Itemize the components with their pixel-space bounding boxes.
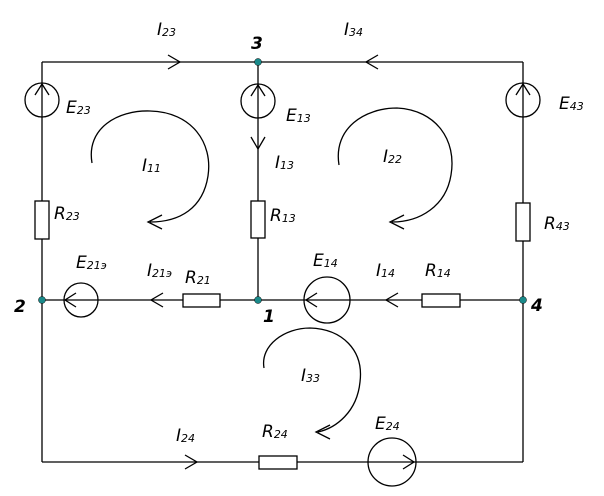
loop-i33-arc <box>263 327 362 433</box>
label-e21e: E21э <box>76 253 107 273</box>
loop-labels: I11 I22 I33 <box>142 147 402 386</box>
label-r43: R43 <box>544 214 570 234</box>
label-e14: E14 <box>313 251 338 271</box>
source-e21e <box>63 282 99 318</box>
label-e43: E43 <box>559 94 584 114</box>
loop-i33-arrow-icon <box>314 424 331 440</box>
loop-i11-arc <box>90 110 210 223</box>
node-4-dot <box>519 296 527 304</box>
source-e23-arrow-icon <box>34 82 50 96</box>
arrow-i14 <box>384 292 399 308</box>
node-labels: 3 2 1 4 <box>14 34 543 327</box>
arrow-i21e <box>149 292 164 308</box>
source-e24-arrow-icon <box>402 454 416 470</box>
label-i21e: I21э <box>147 261 172 281</box>
current-labels: I23 I34 I13 I21э I14 I24 <box>147 20 395 446</box>
resistor-r21 <box>182 293 221 308</box>
node-2-dot <box>38 296 46 304</box>
resistor-r14 <box>421 293 461 308</box>
loop-i11-arrow-icon <box>146 214 163 230</box>
label-i22: I22 <box>383 147 402 167</box>
source-e24 <box>367 437 417 487</box>
label-r23: R23 <box>54 204 80 224</box>
resistor-r43 <box>515 202 531 242</box>
loop-i22-arrow-icon <box>388 214 405 230</box>
node-3-label: 3 <box>251 34 263 54</box>
resistor-labels: R23 R13 R43 R21 R14 R24 <box>54 204 570 442</box>
label-i11: I11 <box>142 156 161 176</box>
label-r13: R13 <box>270 206 296 226</box>
node-1-label: 1 <box>263 307 275 327</box>
node-1-dot <box>254 296 262 304</box>
label-i24: I24 <box>176 426 195 446</box>
source-e43 <box>505 82 541 118</box>
source-e43-arrow-icon <box>515 82 531 96</box>
label-i23: I23 <box>157 20 176 40</box>
arrow-i24 <box>184 454 199 470</box>
arrow-i23 <box>167 54 182 70</box>
node-2-label: 2 <box>14 297 26 317</box>
source-e23 <box>24 82 60 118</box>
label-e24: E24 <box>375 414 400 434</box>
resistor-r23 <box>34 200 50 240</box>
label-e13: E13 <box>286 106 311 126</box>
label-r24: R24 <box>262 422 288 442</box>
label-e23: E23 <box>66 98 91 118</box>
source-e14-arrow-icon <box>304 292 318 308</box>
resistor-r13 <box>250 200 266 239</box>
source-labels: E23 E13 E43 E21э E14 E24 <box>66 94 584 434</box>
source-e13-arrow-icon <box>250 83 266 97</box>
label-r21: R21 <box>185 268 211 288</box>
resistors <box>34 200 531 470</box>
resistor-r24 <box>258 455 298 470</box>
wires <box>41 61 524 463</box>
label-i13: I13 <box>275 153 294 173</box>
label-r14: R14 <box>425 261 451 281</box>
loop-i11 <box>90 110 210 230</box>
node-4-label: 4 <box>530 296 543 316</box>
loop-i22 <box>337 107 453 230</box>
arrow-i13 <box>250 136 266 151</box>
current-arrows <box>149 54 399 470</box>
source-e21e-arrow-icon <box>63 292 77 308</box>
label-i14: I14 <box>376 261 395 281</box>
source-e13 <box>240 83 276 119</box>
node-3-dot <box>254 58 262 66</box>
loop-i22-arc <box>337 107 453 223</box>
label-i33: I33 <box>301 366 320 386</box>
voltage-sources <box>24 82 541 487</box>
source-e14 <box>303 276 351 324</box>
arrow-i34 <box>364 54 379 70</box>
loop-arcs <box>90 107 453 440</box>
label-i34: I34 <box>344 20 363 40</box>
loop-i33 <box>263 327 362 440</box>
node-dots <box>38 58 527 304</box>
